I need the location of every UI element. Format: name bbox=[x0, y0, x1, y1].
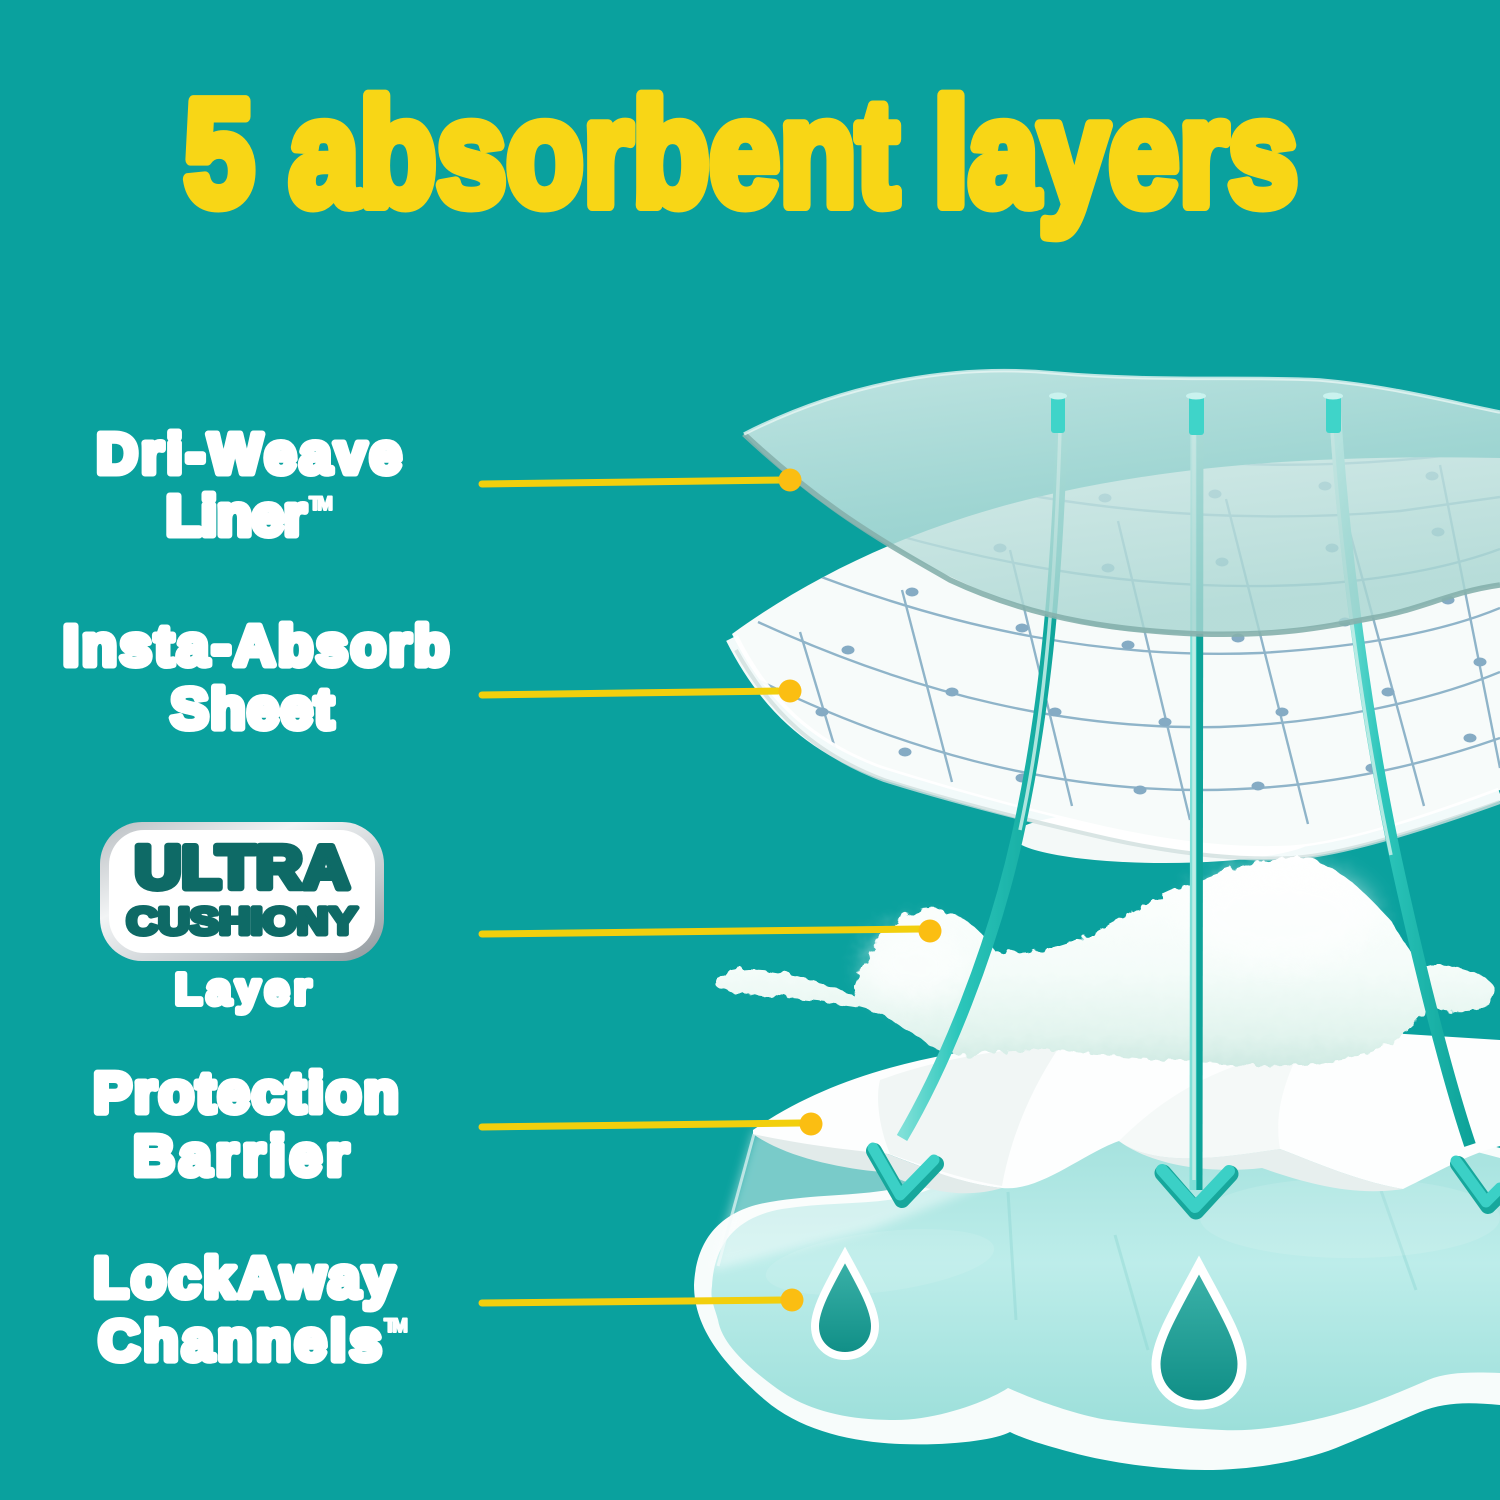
svg-text:TM: TM bbox=[384, 1316, 408, 1337]
svg-text:ULTRA: ULTRA bbox=[135, 834, 350, 901]
svg-text:Dri-Weave: Dri-Weave bbox=[97, 422, 402, 486]
svg-text:Liner: Liner bbox=[166, 484, 306, 548]
svg-text:5 absorbent layers: 5 absorbent layers bbox=[184, 68, 1298, 237]
svg-text:CUSHIONY: CUSHIONY bbox=[127, 901, 358, 943]
svg-text:TM: TM bbox=[309, 494, 333, 515]
svg-text:LockAway: LockAway bbox=[94, 1246, 395, 1310]
svg-text:Protection: Protection bbox=[94, 1061, 399, 1125]
svg-text:Sheet: Sheet bbox=[171, 677, 334, 741]
svg-text:Channels: Channels bbox=[99, 1309, 382, 1373]
svg-text:Insta-Absorb: Insta-Absorb bbox=[63, 614, 449, 678]
